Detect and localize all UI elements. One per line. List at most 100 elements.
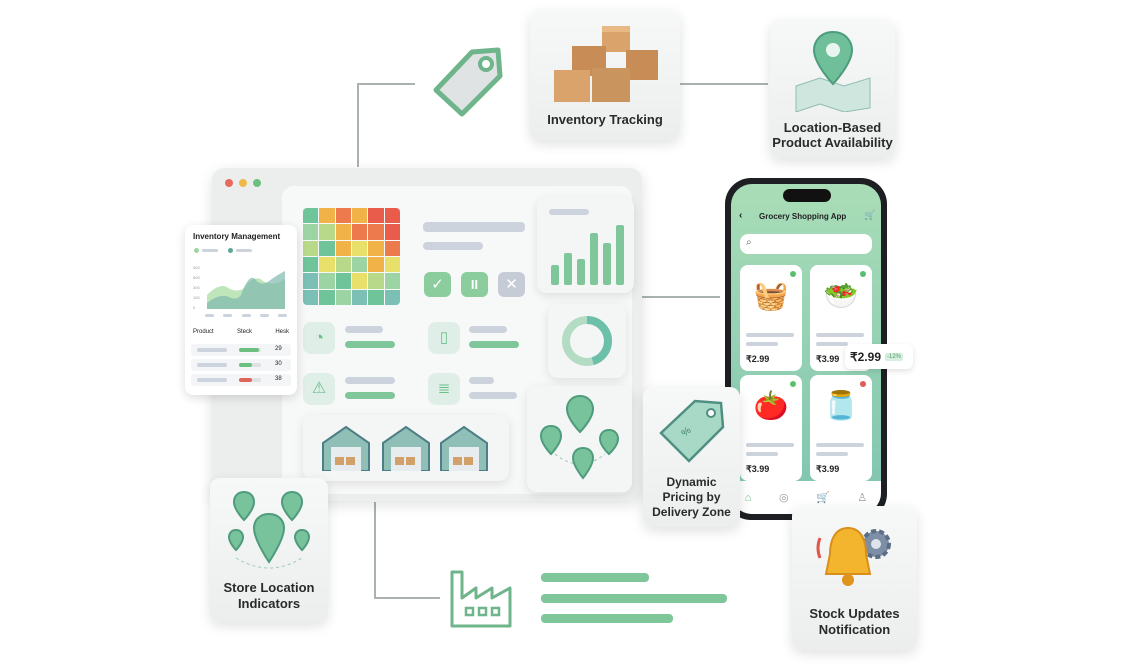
search-input[interactable]: ⌕ (740, 234, 872, 254)
profile-icon[interactable]: ♙ (857, 492, 868, 504)
dynamic-pricing-label: Dynamic Pricing by Delivery Zone (643, 475, 740, 520)
app-title: Grocery Shopping App (759, 212, 847, 221)
heatmap-cell (384, 256, 400, 273)
phone: ‹ Grocery Shopping App 🛒 ⌕ 🧺 ₹2.99 🥗 ₹3.… (725, 178, 887, 520)
factory-icon (450, 570, 512, 628)
stock-track (239, 378, 261, 382)
label-line: Location-Based (783, 120, 882, 135)
y-ticks: 900 500 300 100 0 (193, 263, 200, 313)
inventory-management-panel: Inventory Management 900 500 300 100 0 P… (185, 225, 297, 395)
placeholder-bar (423, 222, 525, 232)
x-axis-ticks (205, 314, 287, 317)
placeholder-bar (469, 377, 494, 384)
legend-bar (236, 249, 252, 252)
status-dot (790, 381, 796, 387)
area-chart (207, 271, 285, 309)
table-row: 38 (191, 374, 291, 386)
warehouse-icon (322, 425, 370, 471)
connector (357, 83, 415, 85)
product-placeholder (197, 363, 227, 367)
col-stock: Steck (237, 329, 253, 335)
product-price: ₹3.99 (816, 354, 840, 364)
heatmap-cell (303, 208, 319, 224)
maximize-dot[interactable] (253, 179, 261, 187)
label-line: Store Location (223, 580, 315, 595)
pause-button[interactable]: II (461, 272, 488, 297)
map-pins-panel (527, 386, 632, 492)
map-pin-icon (795, 30, 871, 112)
store-pins-icon (227, 490, 311, 569)
y-tick: 500 (193, 275, 200, 280)
warning-icon: ⚠ (303, 373, 335, 405)
boxes-icon (554, 26, 658, 102)
y-tick: 900 (193, 265, 200, 270)
heatmap-cell (351, 289, 368, 305)
snack-pack-icon: 🍅 (753, 390, 789, 421)
x-tick (259, 314, 269, 317)
bowl-icon: 🥗 (823, 280, 859, 311)
connector (640, 296, 720, 298)
zone-tag-icon: % (659, 399, 725, 463)
product-card[interactable]: 🧺 ₹2.99 (740, 265, 802, 371)
product-card[interactable]: 🍅 ₹3.99 (740, 375, 802, 481)
label-line: Product Availability (772, 135, 893, 150)
stock-fill (239, 348, 259, 352)
stock-track (239, 363, 261, 367)
placeholder-bar (746, 452, 778, 456)
table-header: Product Steck Hesk (193, 329, 289, 335)
label-line: Notification (818, 622, 891, 637)
heatmap-cell (303, 256, 319, 273)
factory-bar (541, 614, 673, 623)
heatmap-cell (319, 256, 335, 273)
connector (374, 597, 440, 599)
store-location-card: Store Location Indicators (210, 478, 328, 622)
heatmap-cell (335, 240, 351, 256)
y-tick: 0 (193, 305, 196, 310)
heatmap-cell (351, 256, 368, 273)
heatmap-cell (351, 273, 368, 289)
discount-price: ₹2.99 (850, 349, 881, 364)
bar-chart-icon (551, 225, 624, 285)
basket-icon: 🧺 (753, 280, 789, 311)
factory-bar (541, 594, 727, 603)
price-tag-icon (433, 47, 503, 117)
home-icon[interactable]: ⌂ (744, 491, 752, 504)
label-line: Dynamic (666, 475, 717, 489)
heatmap-cell (368, 224, 384, 240)
cart-nav-icon[interactable]: 🛒 (816, 492, 830, 504)
explore-icon[interactable]: ◎ (778, 492, 789, 504)
inventory-tracking-card: Inventory Tracking (530, 10, 680, 140)
map-pins-icon (539, 394, 620, 480)
clipboard-icon: ▯ (428, 322, 460, 354)
y-tick: 300 (193, 285, 200, 290)
minimize-dot[interactable] (239, 179, 247, 187)
heatmap-cell (319, 208, 335, 224)
back-icon[interactable]: ‹ (739, 210, 743, 221)
heatmap-cell (368, 256, 384, 273)
cart-icon[interactable]: 🛒 (864, 210, 876, 220)
placeholder-bar (549, 209, 589, 215)
placeholder-bar (816, 452, 848, 456)
heatmap-cell (368, 208, 384, 224)
heatmap-cell (384, 240, 400, 256)
col-product: Product (193, 329, 214, 335)
heatmap-cell (368, 289, 384, 305)
product-price: ₹2.99 (746, 354, 770, 364)
heatmap-cell (303, 289, 319, 305)
placeholder-bar (345, 377, 395, 384)
warehouse-icon (382, 425, 430, 471)
bar-chart-panel (537, 197, 634, 293)
warehouses-panel (303, 415, 509, 481)
cancel-button[interactable]: ✕ (498, 272, 525, 297)
approve-button[interactable]: ✓ (424, 272, 451, 297)
heatmap-cell (335, 273, 351, 289)
placeholder-bar (746, 443, 794, 447)
product-card[interactable]: 🫙 ₹3.99 (810, 375, 872, 481)
heatmap-cell (351, 208, 368, 224)
label-line: Delivery Zone (652, 505, 731, 519)
status-dot (790, 271, 796, 277)
close-dot[interactable] (225, 179, 233, 187)
product-placeholder (197, 348, 227, 352)
stock-track (239, 348, 261, 352)
placeholder-bar (816, 333, 864, 337)
